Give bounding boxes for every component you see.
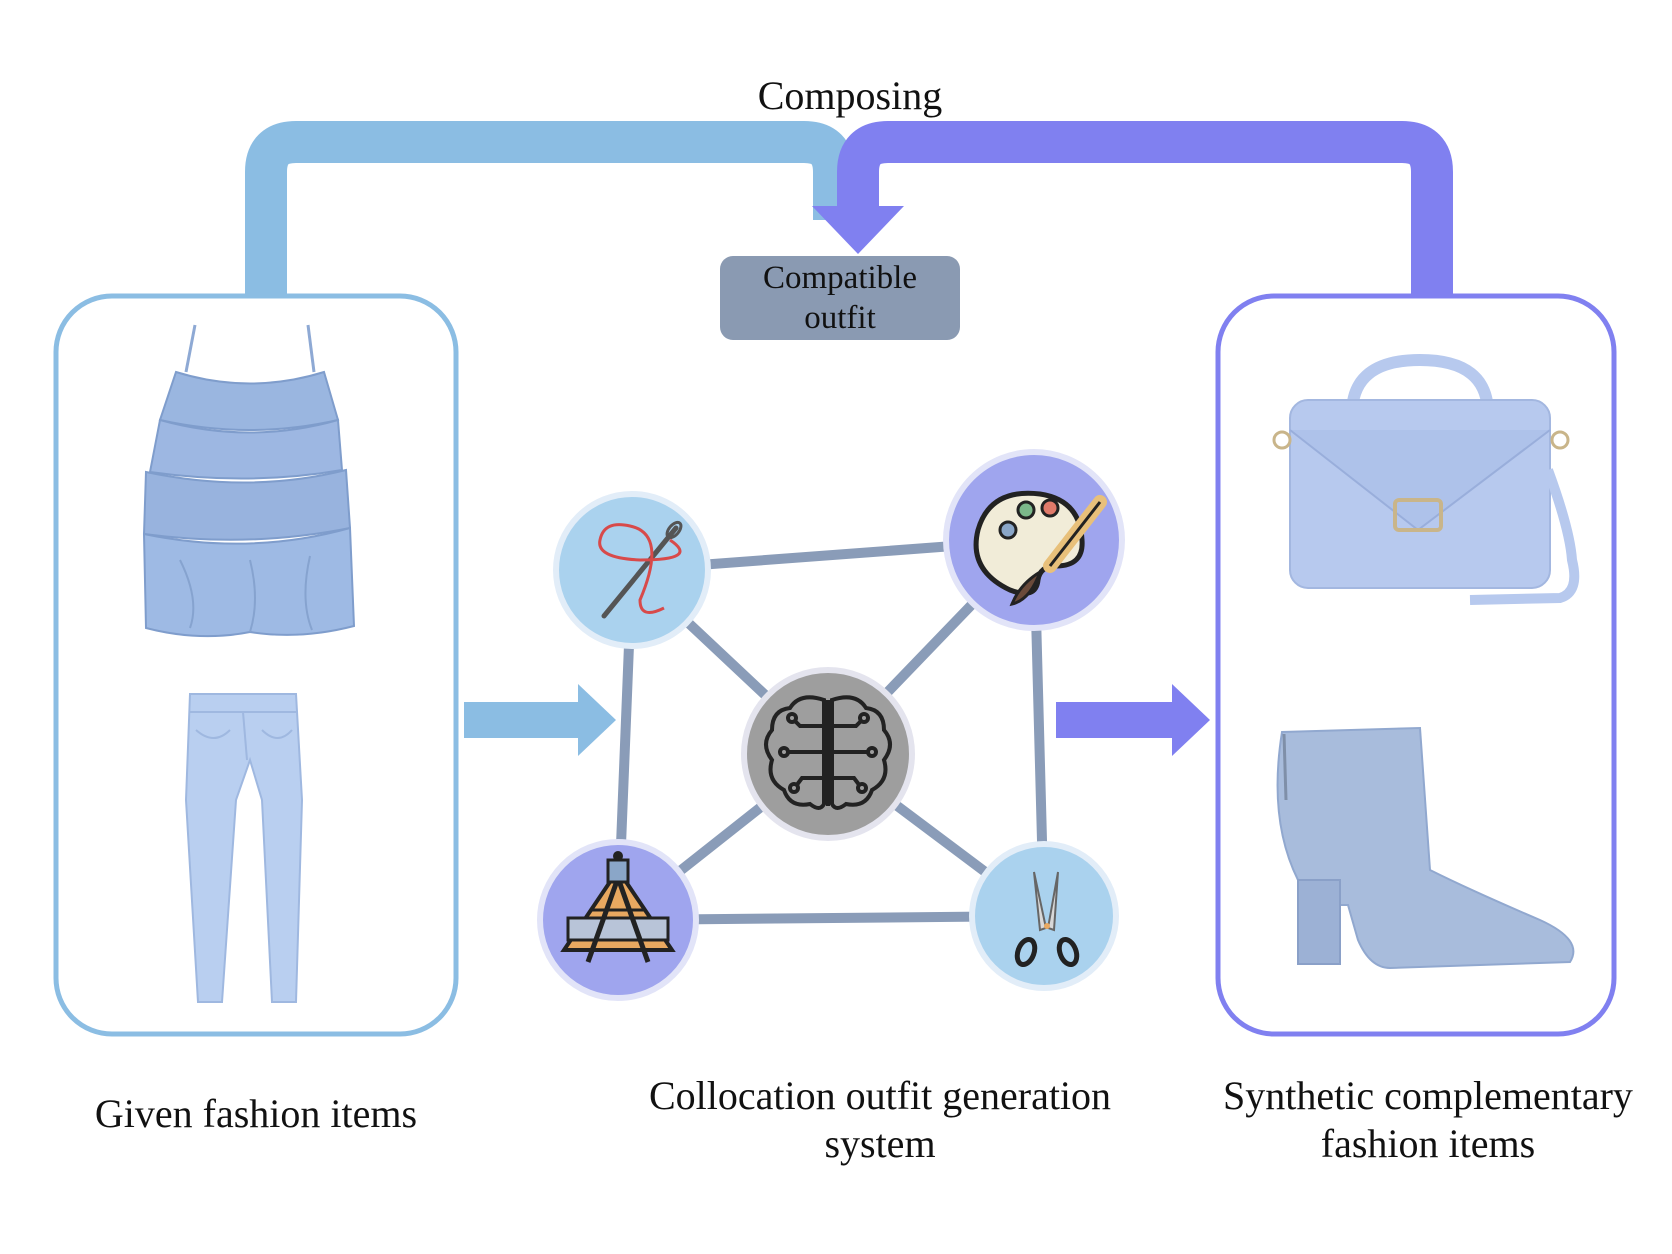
compatible-line-2: outfit [804, 300, 876, 336]
composing-label: Composing [757, 73, 943, 118]
needle-thread-node [553, 491, 711, 649]
scissors-icon [1014, 871, 1080, 968]
synthetic-items-caption: Synthetic complementary fashion items [1196, 1072, 1660, 1168]
output-arrow [1056, 684, 1210, 756]
given-items-caption: Given fashion items [56, 1090, 456, 1138]
scissors-node [969, 841, 1119, 991]
brain-circuit-icon [764, 695, 892, 810]
synthetic-caption-line-2: fashion items [1320, 1121, 1536, 1166]
compatible-outfit-box [720, 256, 960, 340]
compass-ruler-node [537, 839, 699, 1001]
jeans-icon [184, 693, 304, 1003]
paint-palette-node [943, 449, 1125, 631]
ankle-boot-icon [1276, 726, 1575, 970]
needle-thread-icon [598, 520, 683, 619]
paint-palette-icon [973, 490, 1107, 607]
synthetic-caption-line-1: Synthetic complementary [1223, 1073, 1633, 1118]
brain-circuit-node [741, 667, 915, 841]
handbag-icon [1272, 353, 1580, 605]
compass-ruler-icon [560, 851, 676, 963]
input-arrow [464, 684, 616, 756]
system-caption-line-1: Collocation outfit generation [648, 1073, 1112, 1118]
system-caption-line-2: system [824, 1121, 936, 1166]
composing-arrow-left [245, 121, 855, 296]
ruffled-top-icon [142, 324, 356, 638]
compatible-outfit-label: Compatible outfit [720, 256, 960, 340]
given-caption-line-1: Given fashion items [94, 1091, 418, 1136]
composing-arrow-right [812, 121, 1453, 296]
compatible-line-1: Compatible [763, 260, 917, 296]
system-caption: Collocation outfit generation system [600, 1072, 1160, 1168]
